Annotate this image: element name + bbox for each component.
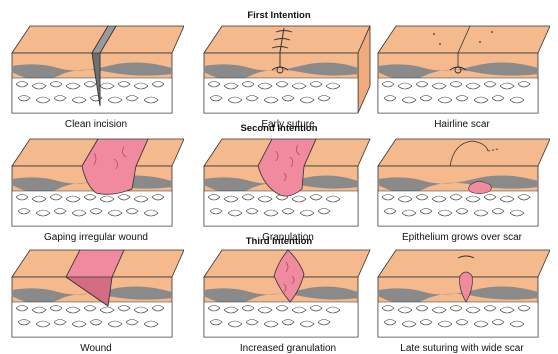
- panel-wound: Wound: [8, 244, 184, 354]
- granulation-illustration: [200, 133, 376, 233]
- increased-granulation-illustration: [200, 244, 376, 344]
- panel-hairline-scar: Hairline scar: [374, 20, 550, 130]
- caption-clean-incision: Clean incision: [8, 119, 184, 130]
- panel-granulation: Granulation: [200, 133, 376, 243]
- panel-early-suture: Early suture: [200, 20, 376, 130]
- caption-epithelium: Epithelium grows over scar: [374, 232, 550, 243]
- caption-wound: Wound: [8, 343, 184, 354]
- late-suturing-illustration: [374, 244, 550, 344]
- panel-increased-granulation: Increased granulation: [200, 244, 376, 354]
- caption-gaping-wound: Gaping irregular wound: [8, 232, 184, 243]
- panel-late-suturing: Late suturing with wide scar: [374, 244, 550, 354]
- hairline-scar-illustration: [374, 20, 550, 120]
- caption-early-suture: Early suture: [200, 119, 376, 130]
- panel-gaping-wound: Gaping irregular wound: [8, 133, 184, 243]
- caption-increased-granulation: Increased granulation: [200, 343, 376, 354]
- caption-hairline-scar: Hairline scar: [374, 119, 550, 130]
- early-suture-illustration: [200, 20, 376, 120]
- gaping-wound-illustration: [8, 133, 184, 233]
- wound-illustration: [8, 244, 184, 344]
- panel-clean-incision: Clean incision: [8, 20, 184, 130]
- clean-incision-illustration: [8, 20, 184, 120]
- panel-epithelium: Epithelium grows over scar: [374, 133, 550, 243]
- caption-late-suturing: Late suturing with wide scar: [374, 343, 550, 354]
- caption-granulation: Granulation: [200, 232, 376, 243]
- epithelium-illustration: [374, 133, 550, 233]
